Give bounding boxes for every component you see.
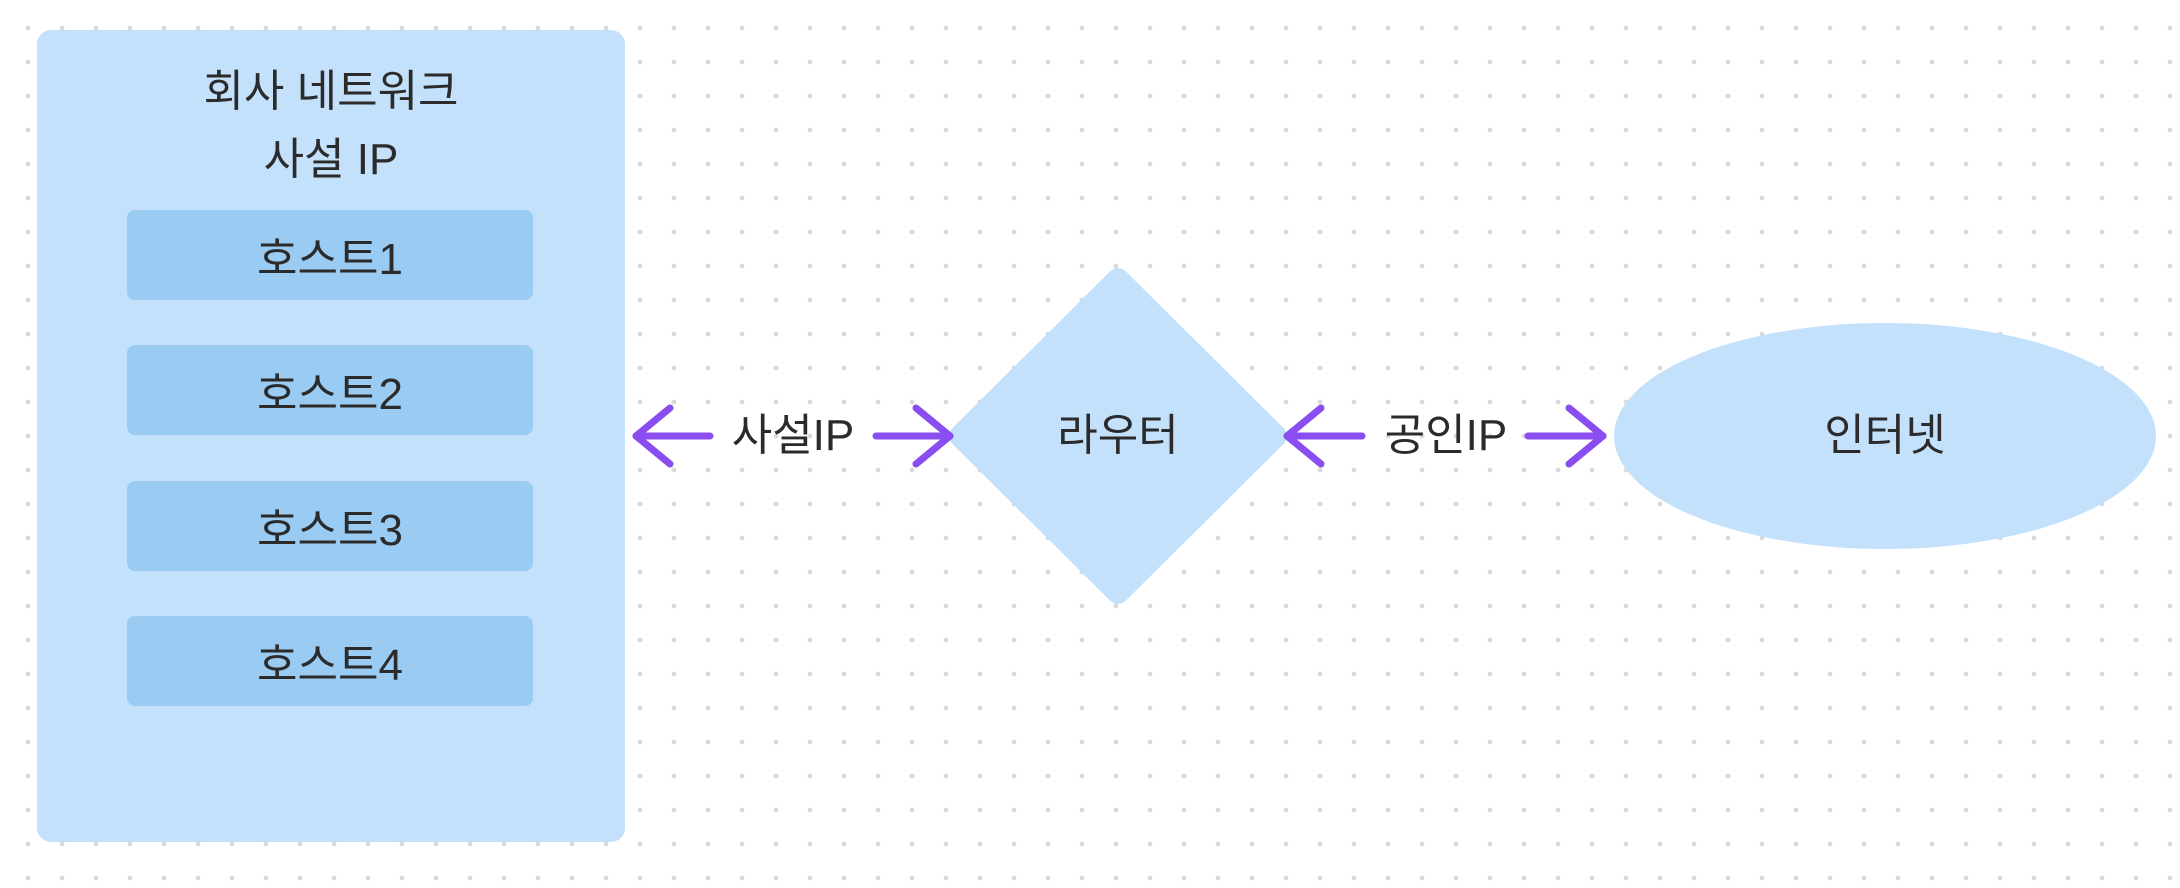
public-ip-link-label: 공인IP <box>1384 411 1508 460</box>
network-panel-subtitle: 사설 IP <box>263 135 399 184</box>
network-panel-title: 회사 네트워크 <box>203 67 459 116</box>
host-node-3[interactable]: 호스트3 <box>127 481 533 571</box>
public-link-right-arrow <box>1524 404 1607 468</box>
router-node[interactable] <box>949 268 1287 604</box>
host-node-1[interactable]: 호스트1 <box>127 210 533 300</box>
internet-node[interactable] <box>1614 323 2156 549</box>
company-network-panel[interactable]: 회사 네트워크 사설 IP 호스트1 호스트2 호스트3 호스트4 <box>37 30 625 842</box>
private-link-left-arrow <box>632 404 714 468</box>
internet-label: 인터넷 <box>1824 411 1946 460</box>
router-label: 라우터 <box>1057 411 1179 460</box>
public-link-left-arrow <box>1283 404 1366 468</box>
host-node-2[interactable]: 호스트2 <box>127 345 533 435</box>
private-ip-link-label: 사설IP <box>731 411 855 460</box>
host-node-4[interactable]: 호스트4 <box>127 616 533 706</box>
private-link-right-arrow <box>872 404 954 468</box>
